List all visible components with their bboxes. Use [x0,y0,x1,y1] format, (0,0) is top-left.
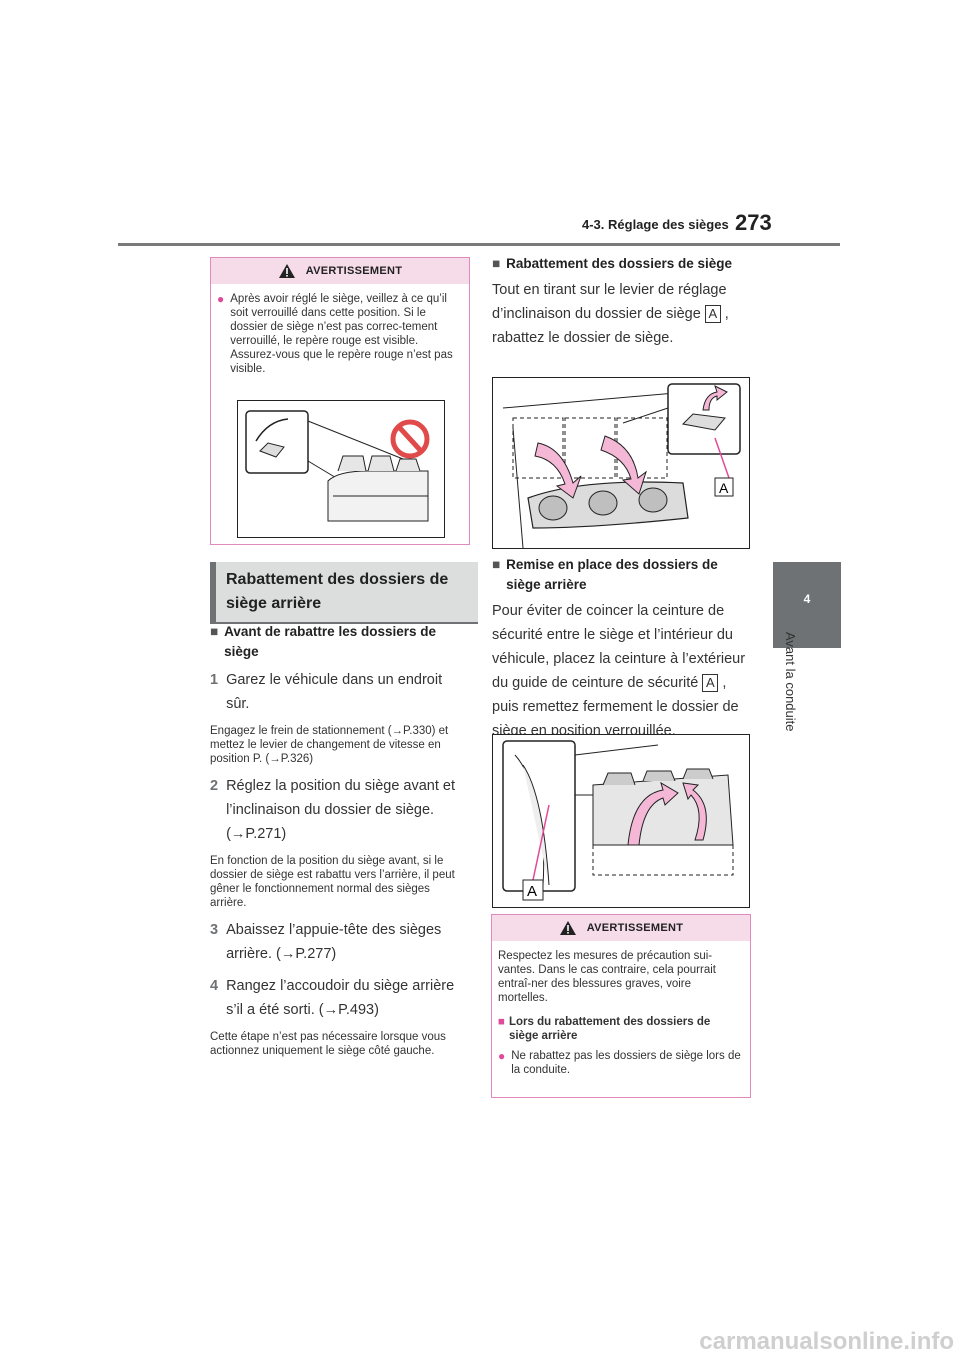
label-a-text: A [527,883,537,900]
page-number: 273 [735,210,772,235]
seat-lock-illustration [237,400,445,538]
square-bullet-icon: ■ [492,557,501,572]
step-4-note: Cette étape n’est pas nécessaire lorsque… [210,1031,446,1057]
seat-return-illustration: A [492,734,750,908]
warning-bullet-text: Ne rabattez pas les dossiers de siège lo… [511,1050,741,1076]
warning-subhead-text: Lors du rabattement des dossiers de sièg… [508,1016,711,1042]
step-1-note: Engagez le frein de stationnement (→P.33… [210,725,449,765]
square-bullet-icon: ■ [210,624,219,639]
step-number: 1 [210,672,219,688]
step-text: Réglez la position du siège avant et l’i… [226,778,456,842]
square-bullet-icon: ■ [498,1016,505,1028]
step-text: Rangez l’accoudoir du siège arrière s’il… [226,978,455,1018]
left-column: ■ Avant de rabattre les dossiers de sièg… [210,622,466,1058]
watermark: carmanualsonline.info [699,1328,954,1355]
bullet-icon: ● [498,1049,506,1063]
step-text: Abaissez l’appuie-tête des sièges arrièr… [226,922,442,962]
bullet-icon: ● [217,292,225,306]
step-2-note: En fonction de la position du siège avan… [210,855,455,909]
warning-bullet: ● Après avoir réglé le siège, veillez à … [211,284,469,376]
step-text: Garez le véhicule dans un endroit sûr. [226,672,443,712]
warning-subhead: ■ Lors du rabattement des dossiers de si… [492,1005,750,1043]
subhead-returning: ■ Remise en place des dossiers de siège … [492,555,750,595]
paragraph-text: , rabattez le dossier de siège. [492,306,729,346]
warning-text: Respectez les mesures de précaution sui-… [498,950,716,1004]
warning-bullet: ● Ne rabattez pas les dossiers de siège … [492,1043,750,1077]
chapter-tab [773,562,841,648]
chapter-label-text: Avant la conduite [783,632,798,732]
chapter-label: Avant la conduite [783,632,812,792]
step-number: 2 [210,778,219,794]
subhead-before-folding: ■ Avant de rabattre les dossiers de sièg… [210,622,466,662]
warning-header: AVERTISSEMENT [492,915,750,941]
header-divider [118,243,840,246]
subhead-text: Rabattement des dossiers de siège [506,256,732,271]
warning-title: AVERTISSEMENT [586,922,684,934]
warning-text: Après avoir réglé le siège, veillez à ce… [230,293,453,375]
warning-header: AVERTISSEMENT [211,258,469,284]
step-number: 4 [210,978,219,994]
warning-title: AVERTISSEMENT [305,265,403,277]
step-3: 3 Abaissez l’appuie-tête des sièges arri… [210,918,466,966]
step-number: 3 [210,922,219,938]
subhead-text: Remise en place des dossiers de siège ar… [506,557,718,592]
label-a-box: A [704,305,721,323]
warning-box-1: AVERTISSEMENT ● Après avoir réglé le siè… [210,257,470,545]
right-column-mid: ■ Remise en place des dossiers de siège … [492,555,750,743]
returning-instructions: Pour éviter de coincer la ceinture de sé… [492,599,750,743]
paragraph-text: Tout en tirant sur le levier de réglage … [492,282,727,322]
square-bullet-icon: ■ [492,256,501,271]
folding-instructions: Tout en tirant sur le levier de réglage … [492,278,750,350]
warning-triangle-icon [559,921,576,935]
label-a-box: A [702,674,719,692]
label-a-text: A [719,480,729,496]
subhead-folding: ■ Rabattement des dossiers de siège [492,254,750,274]
right-column-top: ■ Rabattement des dossiers de siège Tout… [492,254,750,350]
seat-folding-illustration: A [492,377,750,549]
step-2: 2 Réglez la position du siège avant et l… [210,774,466,846]
warning-box-2: AVERTISSEMENT Respectez les mesures de p… [491,914,751,1098]
section-title: 4-3. Réglage des sièges [582,217,729,232]
subhead-text: Avant de rabattre les dossiers de siège [224,624,436,659]
warning-triangle-icon [278,264,295,278]
chapter-number: 4 [803,592,811,606]
paragraph-text: Pour éviter de coincer la ceinture de sé… [492,603,746,691]
section-heading: Rabattement des dossiers de siège arrièr… [210,562,478,624]
step-4: 4 Rangez l’accoudoir du siège arrière s’… [210,974,466,1022]
step-1: 1 Garez le véhicule dans un endroit sûr. [210,668,466,716]
